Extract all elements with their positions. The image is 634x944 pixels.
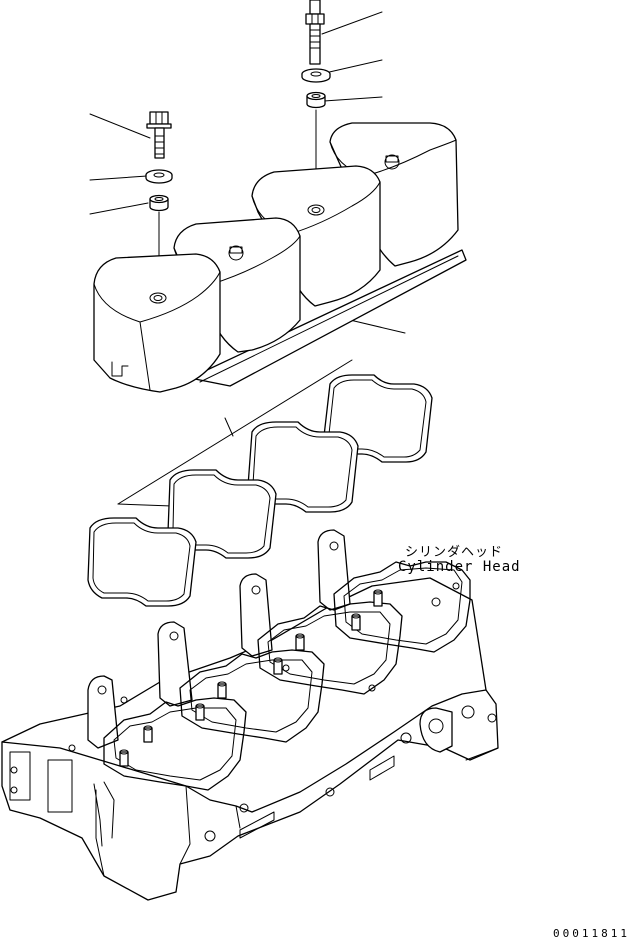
leader-lines (89, 11, 406, 437)
leader-line-top-washer (324, 59, 383, 74)
stud-bolt (305, 0, 325, 65)
leader-line-left-bolt (89, 113, 151, 139)
cylinder-head (1, 529, 499, 901)
valve-spring-caps (119, 589, 383, 767)
cover-gasket-plate (189, 249, 467, 387)
rocker-cover-gasket (87, 359, 433, 607)
top-fastener-stack (301, 0, 331, 207)
bolt-left (146, 111, 172, 159)
head-bolt-holes (68, 582, 497, 842)
leader-line-top-seal (323, 96, 383, 102)
washer-top (301, 68, 331, 83)
drawing-number: 00011811 (553, 927, 630, 940)
leader-line-left-washer (89, 175, 148, 181)
valve-cover-1 (93, 253, 221, 393)
cylinder-head-label-english: Cylinder Head (398, 559, 521, 575)
seal-top (306, 91, 326, 109)
leader-line-gasket (224, 417, 234, 437)
leader-line-cover-gasket (349, 319, 406, 334)
washer-left (145, 169, 173, 184)
leader-line-top-bolt (321, 11, 383, 35)
seal-left (149, 194, 169, 212)
cylinder-head-label-japanese: シリンダヘッド (405, 545, 504, 560)
leader-line-left-seal (89, 202, 149, 215)
valve-cover-2 (173, 217, 301, 353)
left-fastener-stack (145, 111, 173, 293)
